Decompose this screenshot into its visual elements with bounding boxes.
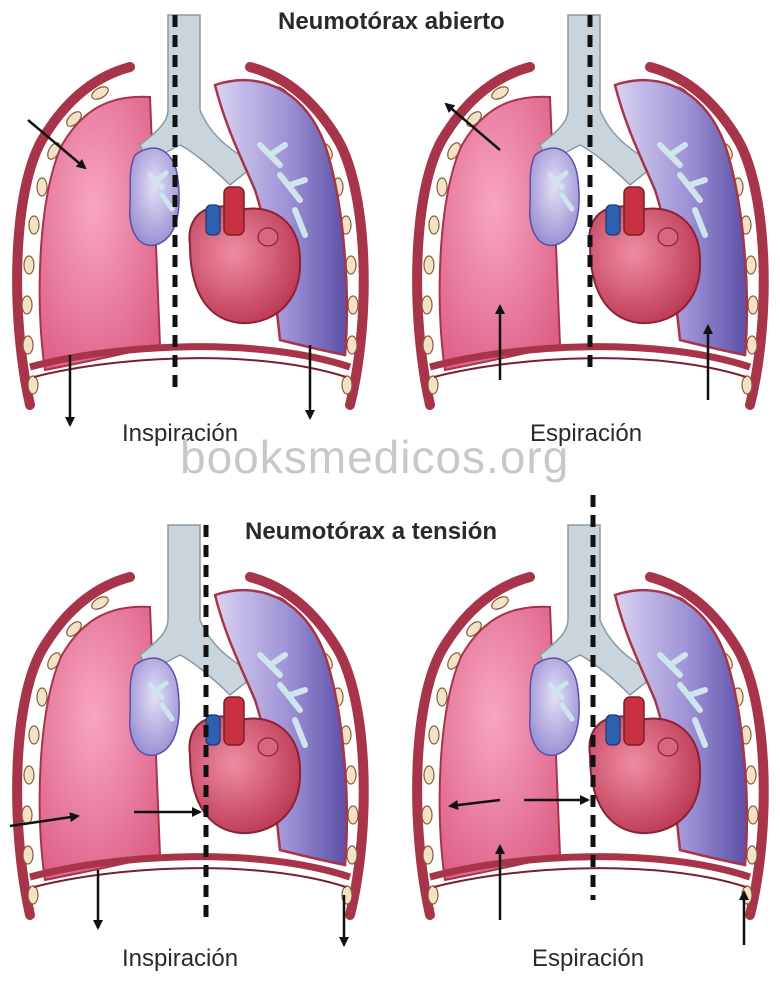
panel-tension-expiration	[417, 525, 764, 915]
watermark-text: booksmedicos.org	[180, 430, 569, 484]
label-expiration-bottom: Espiración	[532, 945, 644, 973]
thorax-illustration	[417, 525, 764, 915]
title-open-pneumothorax: Neumotórax abierto	[278, 8, 505, 36]
label-inspiration-bottom: Inspiración	[122, 945, 238, 973]
panel-tension-inspiration	[17, 525, 364, 915]
thorax-illustration	[17, 15, 364, 405]
panel-open-inspiration	[17, 15, 364, 405]
thorax-illustration	[17, 525, 364, 915]
title-tension-pneumothorax: Neumotórax a tensión	[245, 518, 497, 546]
